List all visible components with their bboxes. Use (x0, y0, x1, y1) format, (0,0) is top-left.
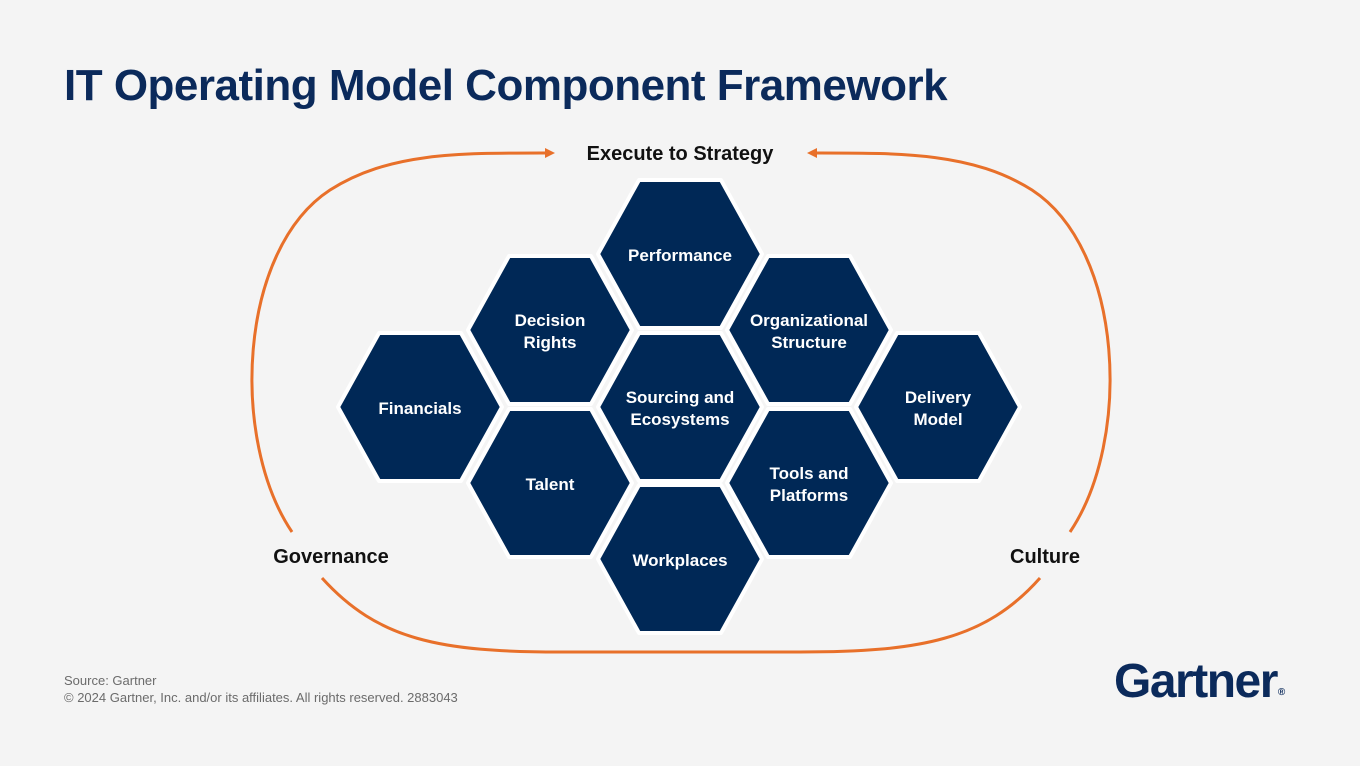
hexagon-shape (466, 254, 634, 406)
hexagon-shape (596, 331, 764, 483)
hexagon-performance: Performance (596, 178, 764, 330)
hexagon-label: Sourcing and (626, 388, 735, 407)
hexagon-cluster: PerformanceDecisionRightsOrganizationalS… (336, 178, 1022, 635)
hexagon-label: Delivery (905, 388, 972, 407)
hexagon-label: Financials (378, 399, 461, 418)
hexagon-label: Decision (515, 311, 586, 330)
hexagon-label: Structure (771, 333, 847, 352)
loop-arrow-left (250, 147, 555, 533)
page-title: IT Operating Model Component Framework (64, 61, 948, 110)
hexagon-talent: Talent (466, 407, 634, 559)
governance-label: Governance (273, 546, 389, 568)
hexagon-label: Platforms (770, 486, 848, 505)
hexagon-label: Model (913, 410, 962, 429)
culture-label: Culture (1010, 546, 1080, 568)
hexagon-label: Talent (526, 475, 575, 494)
hexagon-shape (336, 331, 504, 483)
source-note: Source: Gartner (64, 673, 157, 688)
loop-arc-bottom (320, 576, 1042, 654)
hexagon-shape (466, 407, 634, 559)
hexagon-label: Workplaces (632, 551, 727, 570)
copyright-note: © 2024 Gartner, Inc. and/or its affiliat… (64, 690, 458, 705)
gartner-logo: Gartner® (1114, 652, 1285, 723)
hexagon-shape (725, 254, 893, 406)
hexagon-label: Organizational (750, 311, 868, 330)
hexagon-label: Ecosystems (630, 410, 729, 429)
registered-mark: ® (1277, 687, 1286, 698)
loop-arrow-right (807, 147, 1112, 533)
footer: Source: Gartner © 2024 Gartner, Inc. and… (64, 672, 458, 706)
hexagon-label: Performance (628, 246, 732, 265)
hexagon-label: Tools and (769, 464, 848, 483)
hexagon-workplaces: Workplaces (596, 483, 764, 635)
hexagon-financials: Financials (336, 331, 504, 483)
hexagon-shape (596, 483, 764, 635)
logo-text: Gartner (1114, 655, 1278, 708)
hexagon-shape (854, 331, 1022, 483)
hexagon-shape (596, 178, 764, 330)
hexagon-shape (725, 407, 893, 559)
hexagon-label: Rights (524, 333, 577, 352)
execute-to-strategy-label: Execute to Strategy (587, 143, 775, 165)
